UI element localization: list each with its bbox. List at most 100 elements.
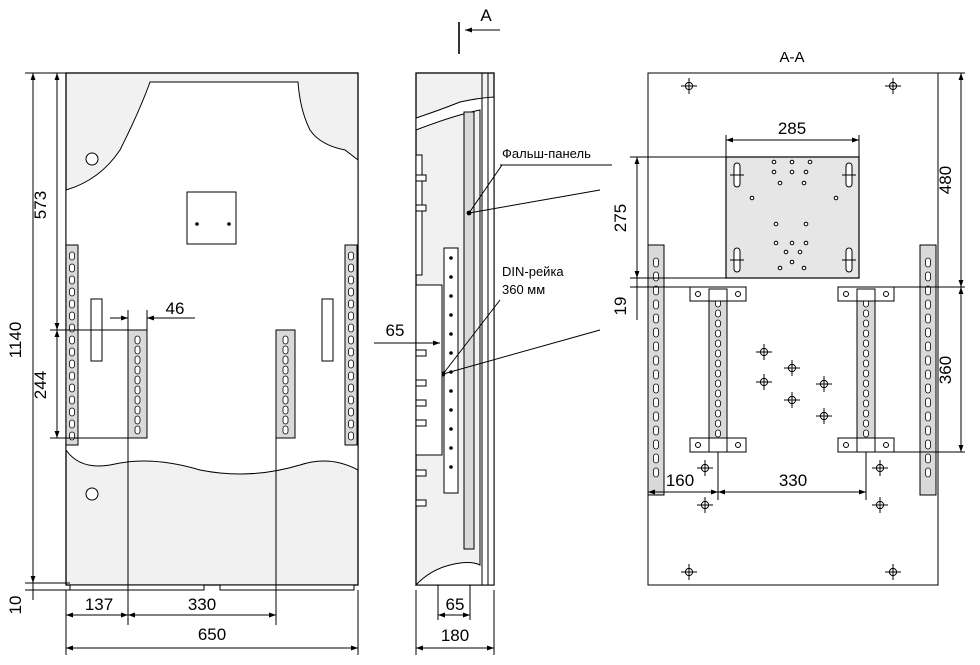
panel-hole (789, 240, 795, 246)
rail-slot (134, 345, 141, 355)
rail-slot (134, 385, 141, 395)
slot (69, 395, 75, 405)
clip (415, 379, 427, 387)
bracket-hole (695, 291, 701, 297)
slot (653, 425, 659, 436)
slot (348, 431, 354, 441)
slot (925, 397, 931, 408)
slot (348, 311, 354, 321)
section-false-panel (725, 156, 860, 279)
bracket-hole (695, 442, 701, 448)
rail-slot (134, 375, 141, 385)
rail-slot (134, 405, 141, 415)
slot (925, 327, 931, 338)
slot (653, 271, 659, 282)
clip (415, 204, 427, 212)
rail-hole (449, 351, 453, 355)
slot (69, 371, 75, 381)
bracket-hole (883, 291, 889, 297)
mounting-holes (681, 78, 901, 580)
rail-hole (449, 294, 453, 298)
door-hinge-hole-top (85, 152, 99, 166)
dim-lower: 244 (31, 371, 50, 399)
bracket-hole (735, 291, 741, 297)
rail-slot (715, 359, 721, 368)
panel-hole (833, 195, 839, 201)
side-clips (415, 174, 427, 507)
slot (653, 341, 659, 352)
rail-slot (282, 345, 289, 355)
rail-slot (863, 419, 869, 428)
dim-rail-width: 46 (166, 299, 185, 318)
rail-slot (715, 369, 721, 378)
callout-leader-2 (468, 189, 601, 214)
slot (653, 453, 659, 464)
din-rail-slots (134, 335, 289, 435)
slot (653, 355, 659, 366)
dim-rail-length: 360 (936, 356, 955, 384)
rail-hole (449, 465, 453, 469)
dim-rail-spacing: 330 (188, 595, 216, 614)
slot (348, 263, 354, 273)
rail-slot (715, 399, 721, 408)
section-back-plate (647, 72, 939, 586)
bottom-foot-right (219, 584, 355, 591)
slot (348, 287, 354, 297)
slot (653, 439, 659, 450)
slot (653, 257, 659, 268)
slot (925, 411, 931, 422)
panel-hole (771, 169, 777, 175)
panel-hole (801, 265, 807, 271)
slot (348, 419, 354, 429)
slot (69, 431, 75, 441)
right-side-slots (348, 251, 354, 441)
rail-slot (134, 415, 141, 425)
panel-hole (803, 221, 809, 227)
slot (69, 311, 75, 321)
panel-hole (803, 240, 809, 246)
rail-slot (715, 429, 721, 438)
side-bracket-top (415, 154, 423, 276)
slot (69, 275, 75, 285)
rail-hole (449, 408, 453, 412)
slot (69, 335, 75, 345)
rail-slot (715, 319, 721, 328)
slot (348, 323, 354, 333)
slot (653, 299, 659, 310)
dim-panel-width: 285 (778, 119, 806, 138)
slot (69, 323, 75, 333)
slot (925, 299, 931, 310)
rail-hole (449, 313, 453, 317)
slot (653, 369, 659, 380)
side-view: A 65 65 180 Фальш-панель DIN-рейка 360 м… (374, 6, 612, 655)
slot (69, 359, 75, 369)
slot (925, 383, 931, 394)
dim-height-total: 1140 (6, 322, 25, 359)
clip (415, 399, 427, 407)
panel-hole (749, 195, 755, 201)
rail-slot (863, 359, 869, 368)
rail-hole (449, 427, 453, 431)
clip (415, 174, 427, 182)
slot (348, 371, 354, 381)
left-side-strip (65, 244, 79, 446)
slot (653, 313, 659, 324)
section-strip-slots (653, 257, 931, 478)
slot (653, 467, 659, 478)
slot (69, 263, 75, 273)
rail-slot (134, 395, 141, 405)
rail-slot (863, 309, 869, 318)
slot (69, 407, 75, 417)
section-mark-label: A (480, 6, 492, 25)
rail-slot (715, 389, 721, 398)
slot (348, 347, 354, 357)
rail-hole (449, 256, 453, 260)
rail-slot (863, 329, 869, 338)
clip (415, 419, 427, 427)
slot (69, 287, 75, 297)
rail-slot (863, 389, 869, 398)
panel-hole (777, 265, 783, 271)
slot (653, 383, 659, 394)
slot (348, 383, 354, 393)
